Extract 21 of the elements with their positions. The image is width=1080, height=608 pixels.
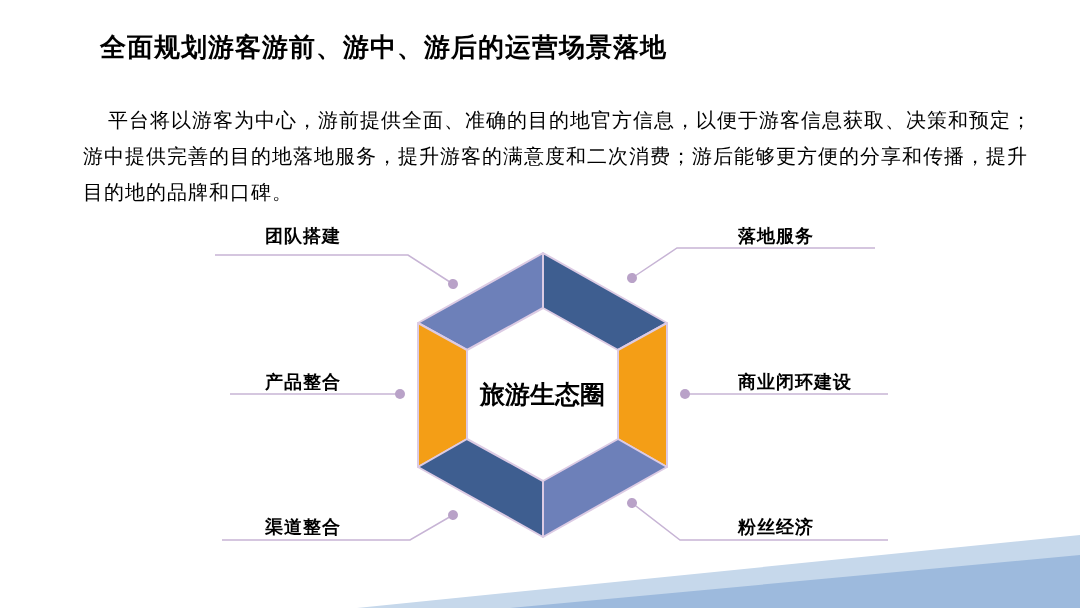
slide-title: 全面规划游客游前、游中、游后的运营场景落地 <box>100 31 667 63</box>
item-label: 商业闭环建设 <box>738 371 852 393</box>
leader-line <box>627 498 889 541</box>
hexagon-segment <box>542 438 668 538</box>
leader-line <box>627 247 876 283</box>
intro-paragraph: 平台将以游客为中心，游前提供全面、准确的目的地官方信息，以便于游客信息获取、决策和预定；游中提供完善的目的地落地服务，提升游客的满意度和二次消费；游后能够更方便的分享和传播，提升目的地的品牌和口碑。 <box>83 108 1033 205</box>
leader-line <box>680 389 889 399</box>
leader-line <box>214 254 458 289</box>
item-label: 渠道整合 <box>265 516 341 538</box>
hexagon-segment <box>542 252 668 351</box>
item-label: 产品整合 <box>265 371 341 393</box>
hexagon-segment <box>417 322 468 468</box>
hexagon-segment <box>417 438 544 538</box>
hexagon-segment <box>617 322 668 468</box>
leader-line <box>229 389 405 399</box>
hub-title: 旅游生态圈 <box>479 379 605 409</box>
leader-line <box>221 510 458 541</box>
item-label: 落地服务 <box>738 225 814 247</box>
hexagon-segment <box>417 252 544 351</box>
item-label: 团队搭建 <box>265 225 341 247</box>
item-label: 粉丝经济 <box>738 516 814 538</box>
